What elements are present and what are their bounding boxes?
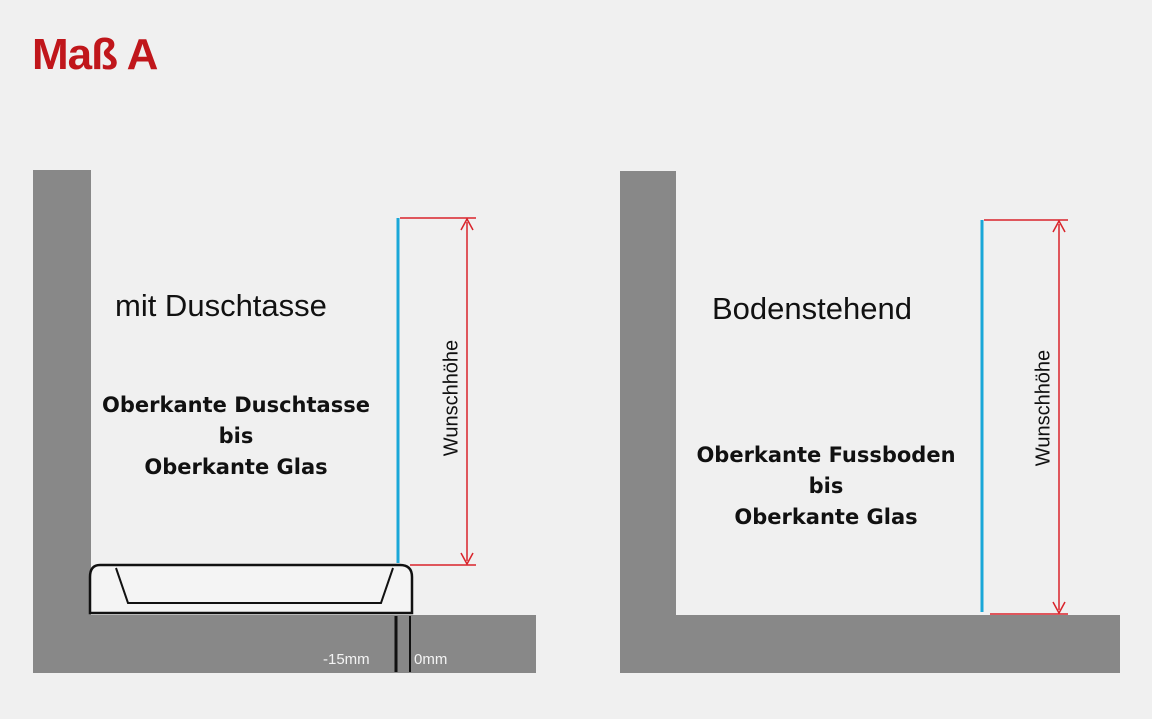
shower-tray-inner <box>115 567 394 604</box>
left-desc-line-1: Oberkante Duschtasse <box>102 393 370 417</box>
left-dim-arrow-head-top <box>460 217 474 231</box>
right-wall <box>620 171 676 673</box>
left-heading: mit Duschtasse <box>115 288 327 323</box>
offset-label-zero: 0mm <box>414 651 448 668</box>
right-dimension-label: Wunschhöhe <box>1032 349 1055 467</box>
right-desc-line-2: bis <box>808 474 844 498</box>
left-desc-line-2: bis <box>218 424 254 448</box>
page-title: Maß A <box>32 30 158 79</box>
left-floor <box>33 615 536 673</box>
left-desc-line-3: Oberkante Glas <box>144 455 328 479</box>
offset-label-minus: -15mm <box>323 651 370 668</box>
shower-tray <box>88 563 414 615</box>
right-dim-arrow-head-top <box>1052 219 1066 233</box>
right-floor <box>620 615 1120 673</box>
left-dim-arrow-head-bottom <box>460 552 474 566</box>
left-wall <box>33 170 91 673</box>
left-description: Oberkante Duschtasse bis Oberkante Glas <box>86 390 386 483</box>
right-description: Oberkante Fussboden bis Oberkante Glas <box>676 440 976 533</box>
right-heading: Bodenstehend <box>712 291 912 326</box>
right-desc-line-3: Oberkante Glas <box>734 505 918 529</box>
right-dim-arrow-head-bottom <box>1052 601 1066 615</box>
right-desc-line-1: Oberkante Fussboden <box>696 443 956 467</box>
